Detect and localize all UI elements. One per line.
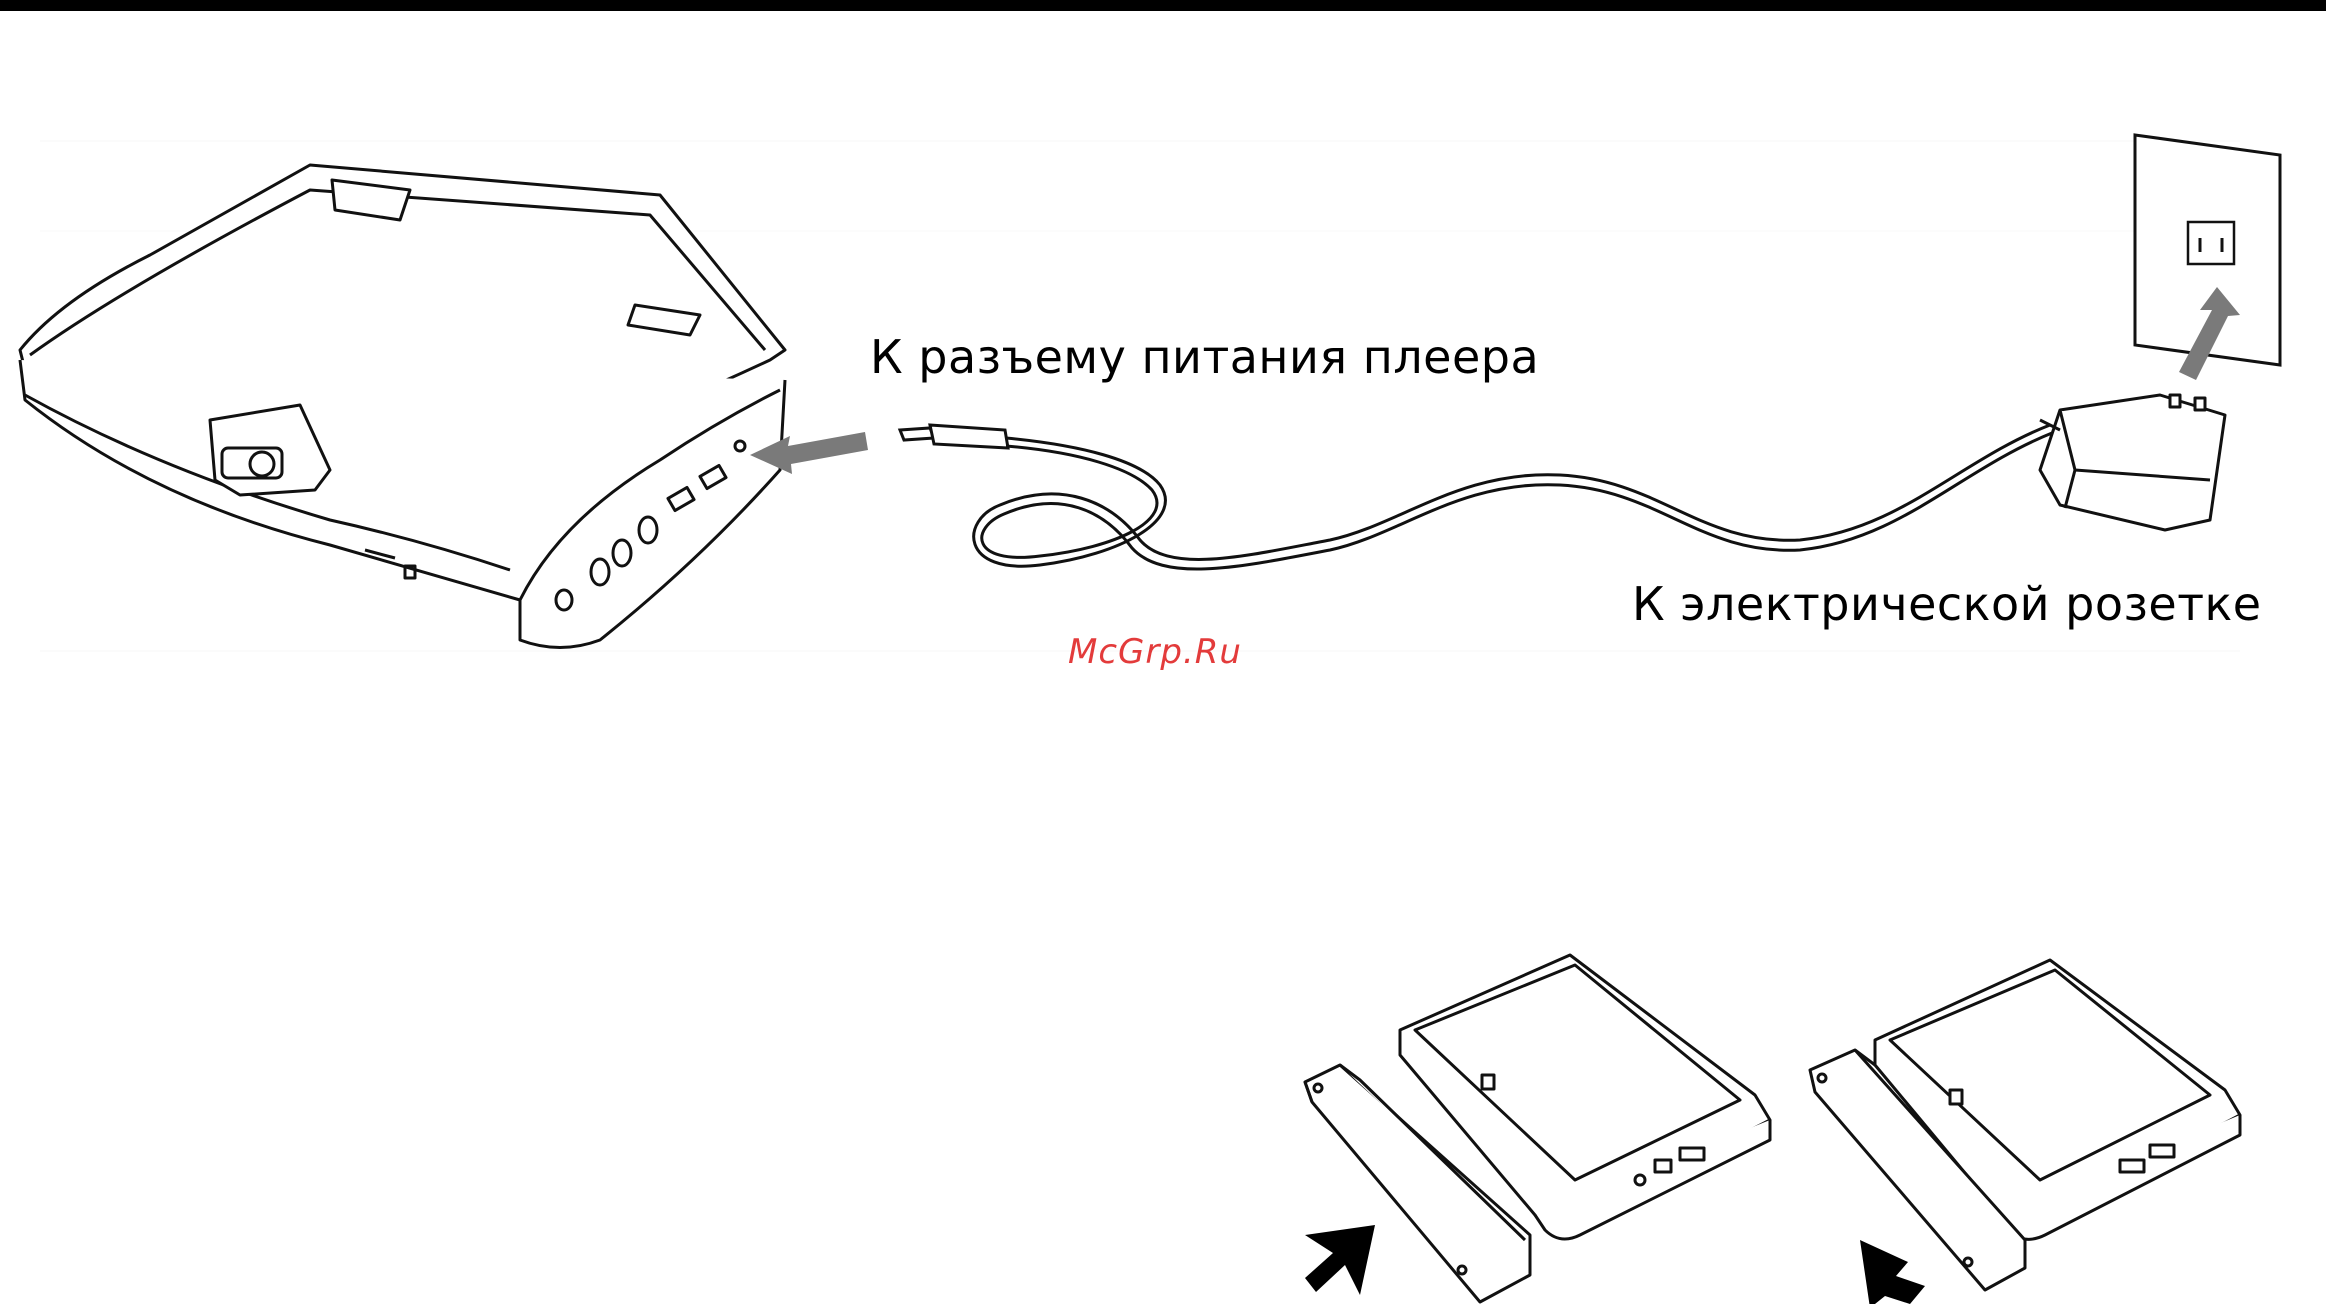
arrow-push-battery (1305, 1225, 1375, 1295)
power-cable (900, 425, 2052, 569)
dvd-player-closed (20, 165, 785, 648)
ac-adapter (2040, 395, 2225, 530)
arrow-push-up (1860, 1240, 1925, 1304)
player-with-battery-attached (1810, 960, 2240, 1290)
player-with-battery-detached (1305, 955, 1770, 1302)
outlet-label: К электрической розетке (1632, 577, 2262, 631)
power-socket-label: К разъему питания плеера (870, 330, 1539, 384)
watermark: McGrp.Ru (1068, 632, 1242, 672)
